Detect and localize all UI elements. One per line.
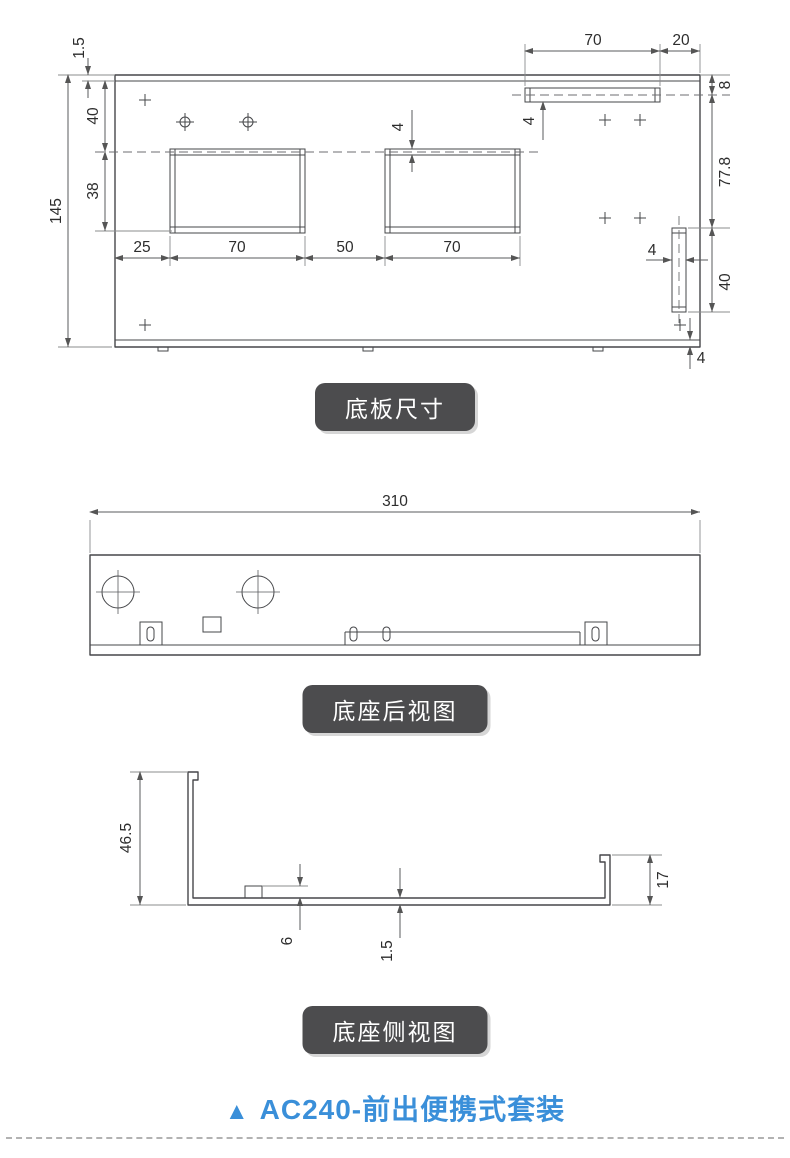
dim-tab-height: 6 <box>279 937 296 946</box>
dim-flange-height: 17 <box>655 871 672 888</box>
dim-plate-thickness-side: 1.5 <box>379 940 396 962</box>
rear-caption-label: 底座后视图 <box>332 698 458 724</box>
dim-top-edge-to-centerline: 8 <box>717 81 734 90</box>
dim-overall-height: 145 <box>48 198 65 224</box>
side-view-drawing: 46.5 17 6 1.5 <box>118 771 672 962</box>
dim-plate-thickness: 1.5 <box>71 37 88 59</box>
side-caption-badge: 底座侧视图 <box>302 1006 488 1054</box>
dim-side-slot-width: 4 <box>648 242 657 259</box>
dim-top-slot-length: 70 <box>584 32 602 49</box>
dim-wall-height: 46.5 <box>118 823 135 853</box>
screw-cross-marks <box>139 94 686 331</box>
dim-side-slot-length: 40 <box>717 273 734 291</box>
dim-top-slot-to-edge: 20 <box>672 32 690 49</box>
rear-caption-badge: 底座后视图 <box>302 685 488 733</box>
dim-slot-gap: 50 <box>336 239 354 256</box>
dim-rail-gap-top: 4 <box>521 116 538 125</box>
plate-caption-label: 底板尺寸 <box>345 396 445 422</box>
dim-bottom-edge-offset: 4 <box>697 350 706 367</box>
triangle-marker-icon: ▲ <box>224 1098 250 1125</box>
product-title-row: ▲ AC240-前出便携式套装 <box>0 1088 790 1128</box>
base-plate-drawing: 1.5 40 38 145 70 20 8 77.8 <box>48 32 734 369</box>
dim-slot-a-length: 70 <box>228 239 246 256</box>
dim-right-vertical-span: 77.8 <box>717 157 734 187</box>
dim-rail-gap-mid: 4 <box>390 122 407 131</box>
dim-overall-width: 310 <box>382 493 408 510</box>
product-title: AC240-前出便携式套装 <box>259 1094 566 1125</box>
dim-slot-b-length: 70 <box>443 239 461 256</box>
side-caption-label: 底座侧视图 <box>332 1019 458 1045</box>
dim-left-margin: 25 <box>133 239 150 256</box>
plate-caption-badge: 底板尺寸 <box>315 383 475 431</box>
dim-top-edge-to-slot: 40 <box>85 107 102 125</box>
rear-view-drawing: 310 <box>89 493 701 656</box>
dim-slot-height: 38 <box>85 182 102 199</box>
bottom-dashed-divider <box>6 1137 784 1139</box>
